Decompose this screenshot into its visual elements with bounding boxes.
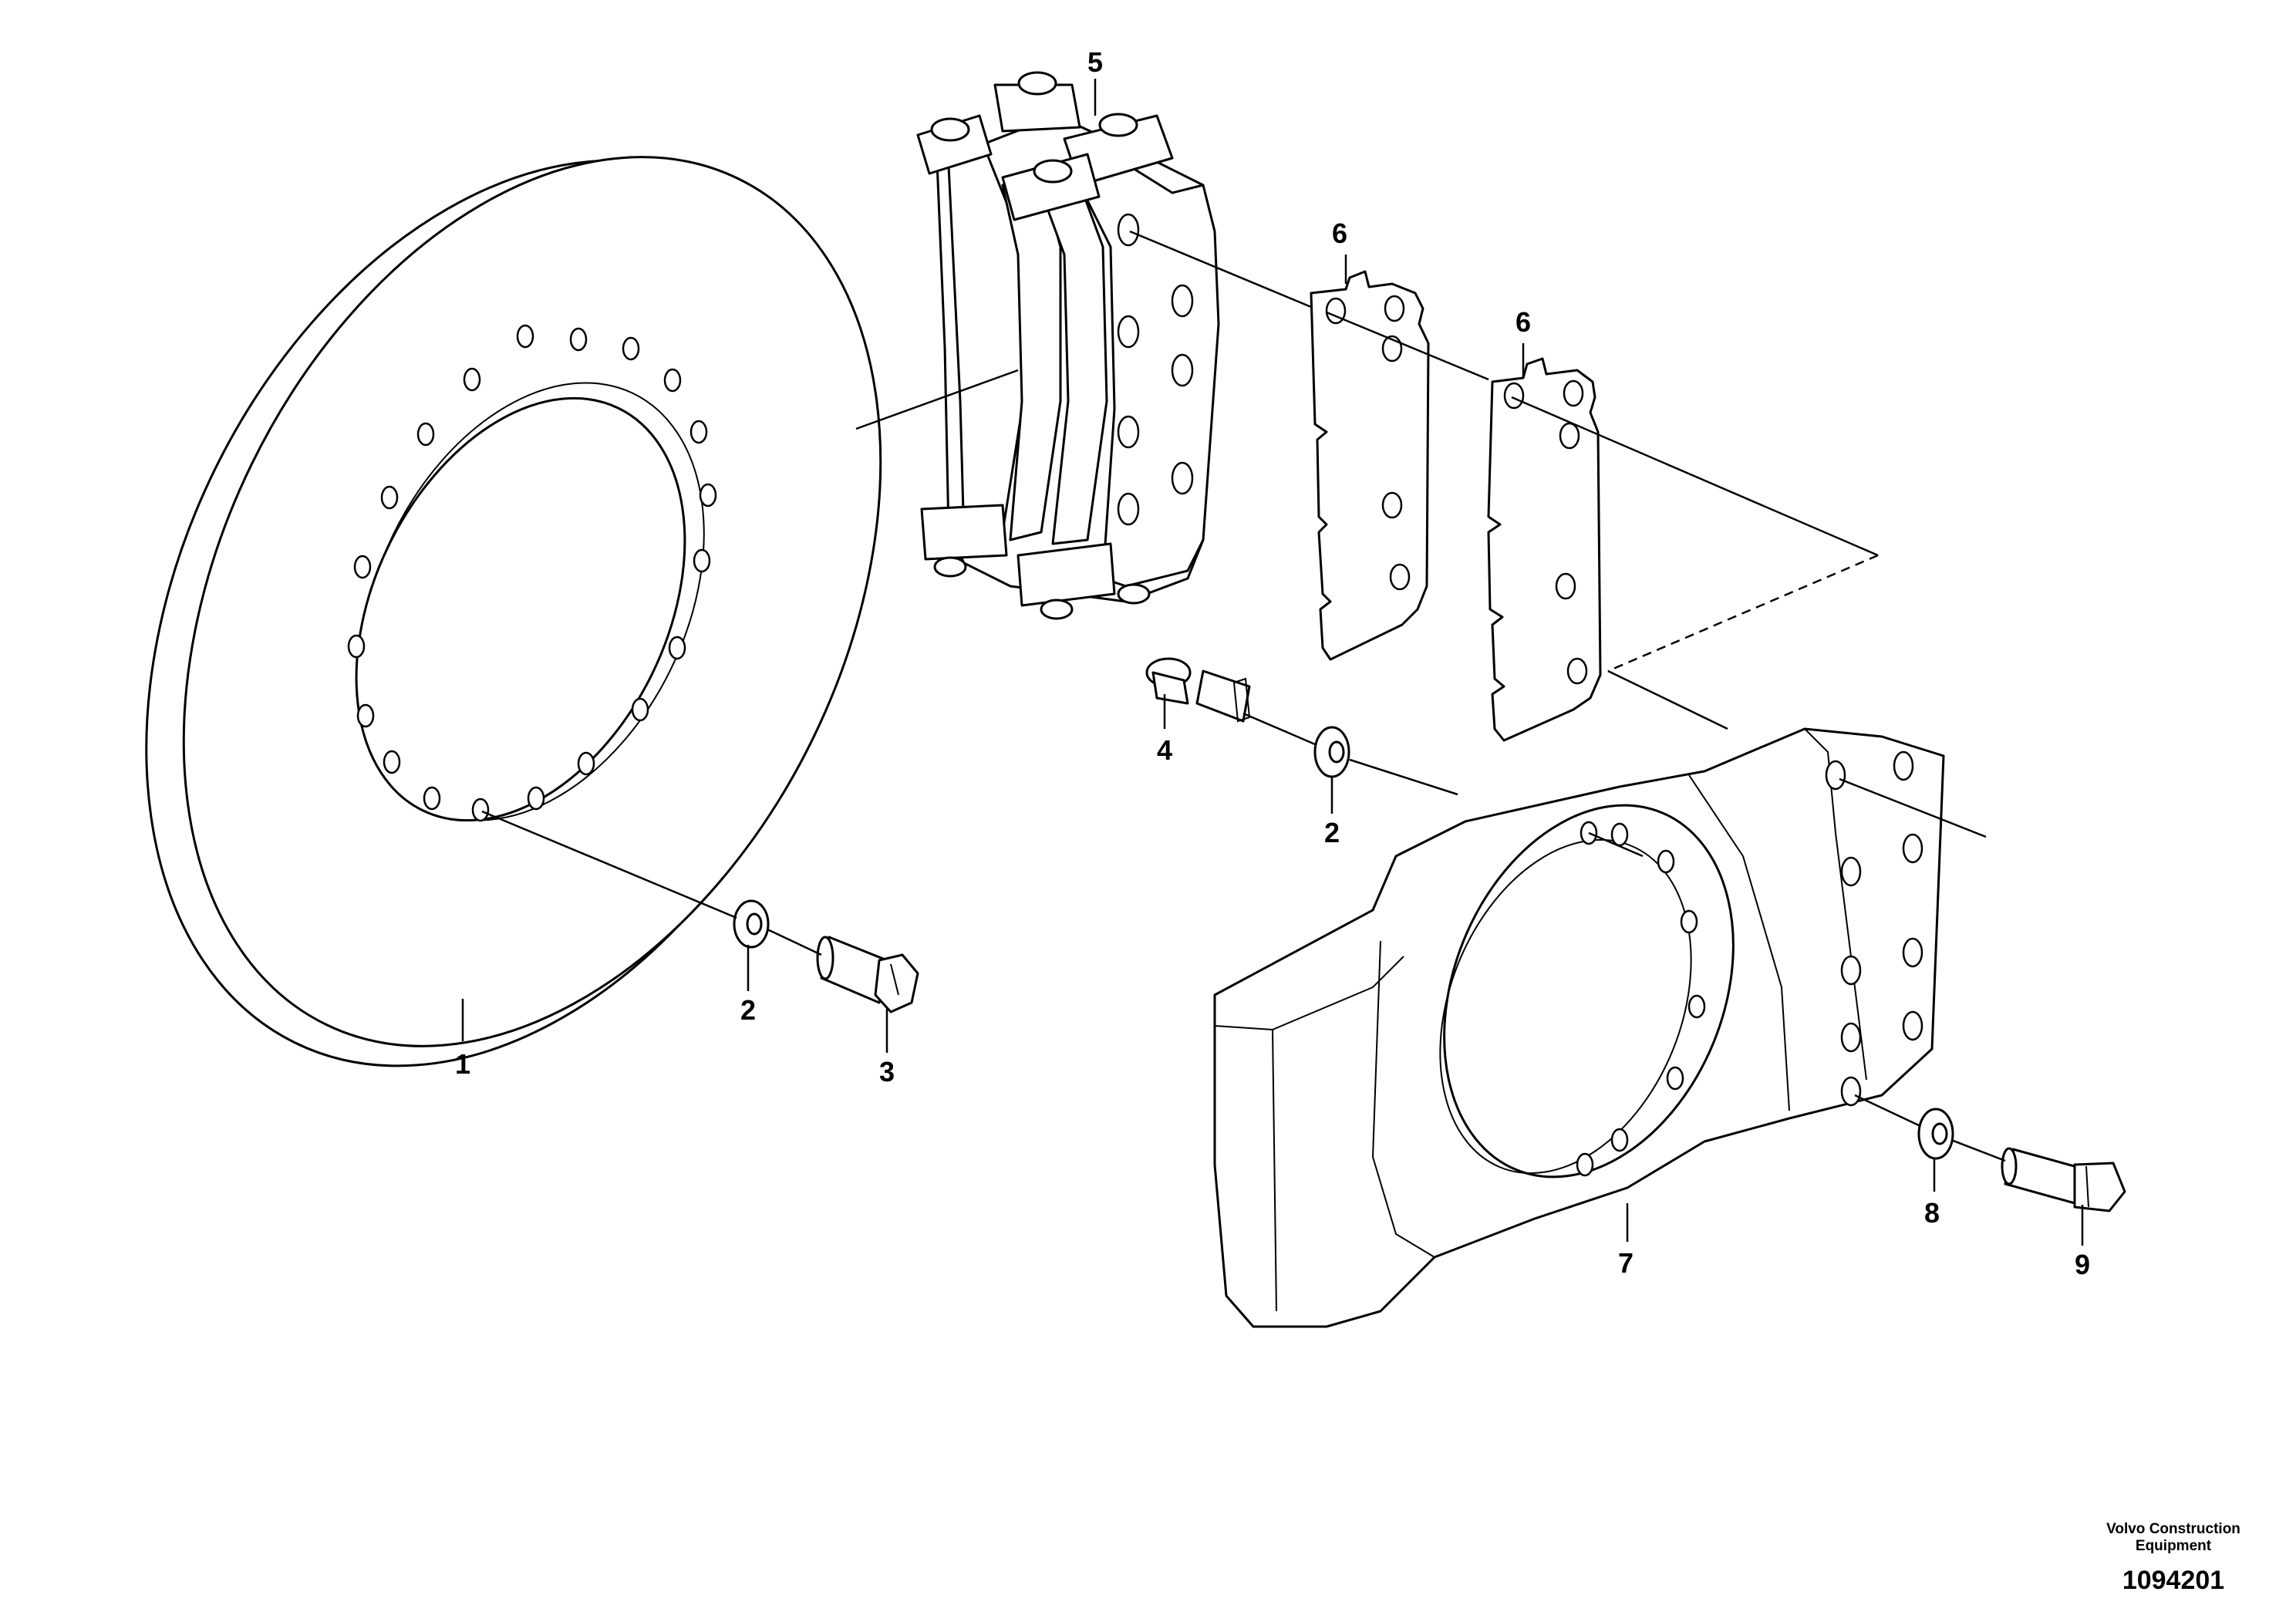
washer-upper[interactable] — [1313, 726, 1350, 778]
callout-7: 7 — [1618, 1247, 1633, 1279]
document-number: 1094201 — [2122, 1566, 2224, 1595]
washer-lower-left[interactable] — [733, 899, 770, 949]
callout-5: 5 — [1087, 46, 1103, 78]
caliper-bracket[interactable] — [1213, 727, 1945, 1328]
callout-4: 4 — [1157, 734, 1172, 766]
callout-3: 3 — [879, 1056, 895, 1088]
brake-caliper[interactable] — [916, 71, 1220, 620]
callout-6-right: 6 — [1515, 306, 1531, 338]
flange-bolt-right[interactable] — [2001, 1147, 2126, 1212]
brand-line-1: Volvo Construction — [2106, 1521, 2240, 1537]
hex-bolt[interactable] — [816, 936, 919, 1013]
shim-plate-right[interactable] — [1487, 357, 1602, 742]
callout-2-upper: 2 — [1324, 817, 1340, 848]
callout-ticks — [461, 79, 2084, 1246]
callout-1: 1 — [455, 1048, 470, 1080]
callout-2-lower: 2 — [740, 994, 756, 1026]
brand-line-2: Equipment — [2136, 1538, 2212, 1554]
disc-bolt-holes — [347, 324, 717, 822]
assembly-lines — [481, 230, 2006, 1162]
shim-plate-left[interactable] — [1310, 270, 1430, 661]
flange-bolt-upper[interactable] — [1145, 657, 1251, 723]
callout-9: 9 — [2075, 1249, 2090, 1280]
brake-disc[interactable] — [5, 42, 1020, 1185]
callout-8: 8 — [1924, 1197, 1940, 1229]
callout-6-left: 6 — [1332, 218, 1347, 249]
washer-right[interactable] — [1917, 1108, 1954, 1160]
